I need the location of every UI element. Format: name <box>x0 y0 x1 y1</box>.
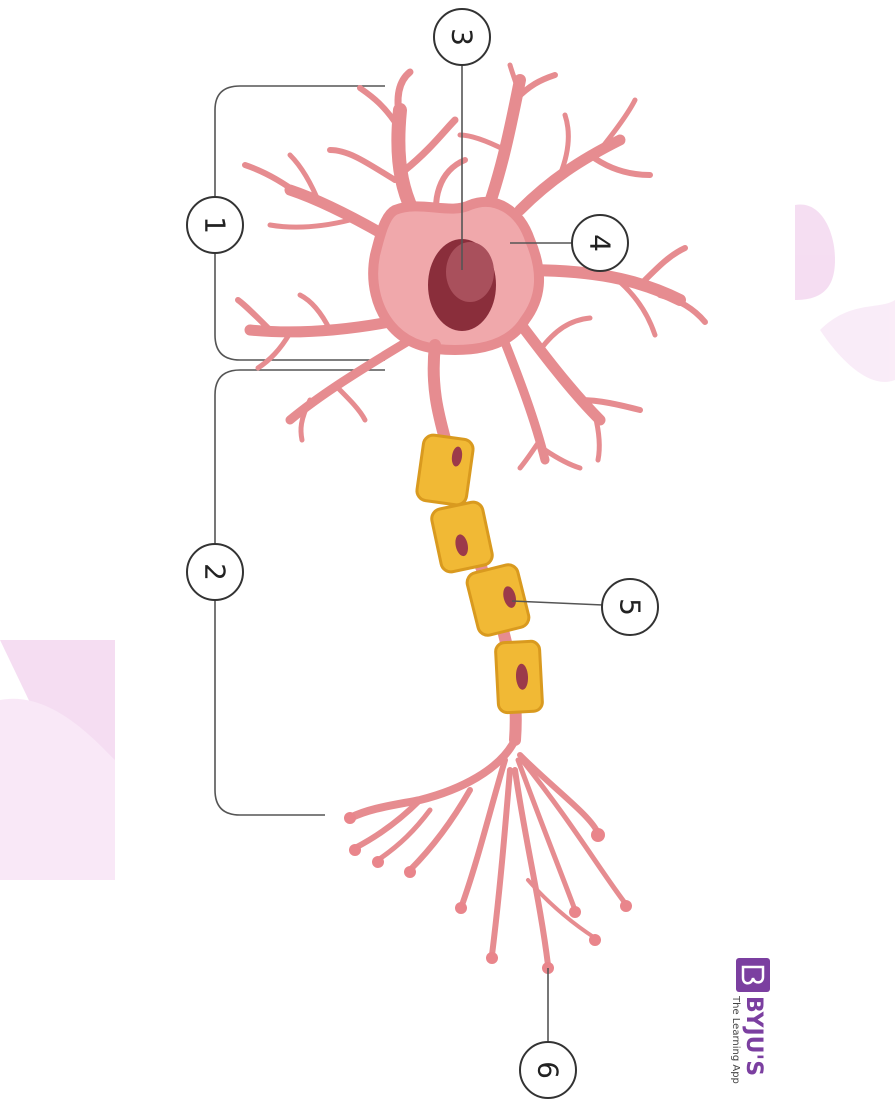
myelin-sheath <box>416 434 543 713</box>
axon-terminals <box>350 740 625 965</box>
byjus-logo: BYJU'S The Learning App <box>730 958 770 1084</box>
callout-1: 1 <box>187 197 243 253</box>
byjus-logo-brand: BYJU'S <box>741 996 766 1076</box>
cell-body <box>373 202 539 350</box>
callout-3-label: 3 <box>446 28 479 46</box>
byjus-logo-mark <box>736 958 770 992</box>
byjus-logo-tagline: The Learning App <box>730 995 741 1084</box>
synaptic-knobs <box>344 812 632 974</box>
callout-3: 3 <box>434 9 490 65</box>
callout-5: 5 <box>602 579 658 635</box>
callout-5-label: 5 <box>614 598 647 616</box>
callout-2-label: 2 <box>199 563 232 581</box>
callout-4-label: 4 <box>584 234 617 252</box>
callout-6: 6 <box>520 1042 576 1098</box>
callout-2: 2 <box>187 544 243 600</box>
callout-6-label: 6 <box>532 1061 565 1079</box>
callout-1-label: 1 <box>199 216 232 234</box>
callout-4: 4 <box>572 215 628 271</box>
